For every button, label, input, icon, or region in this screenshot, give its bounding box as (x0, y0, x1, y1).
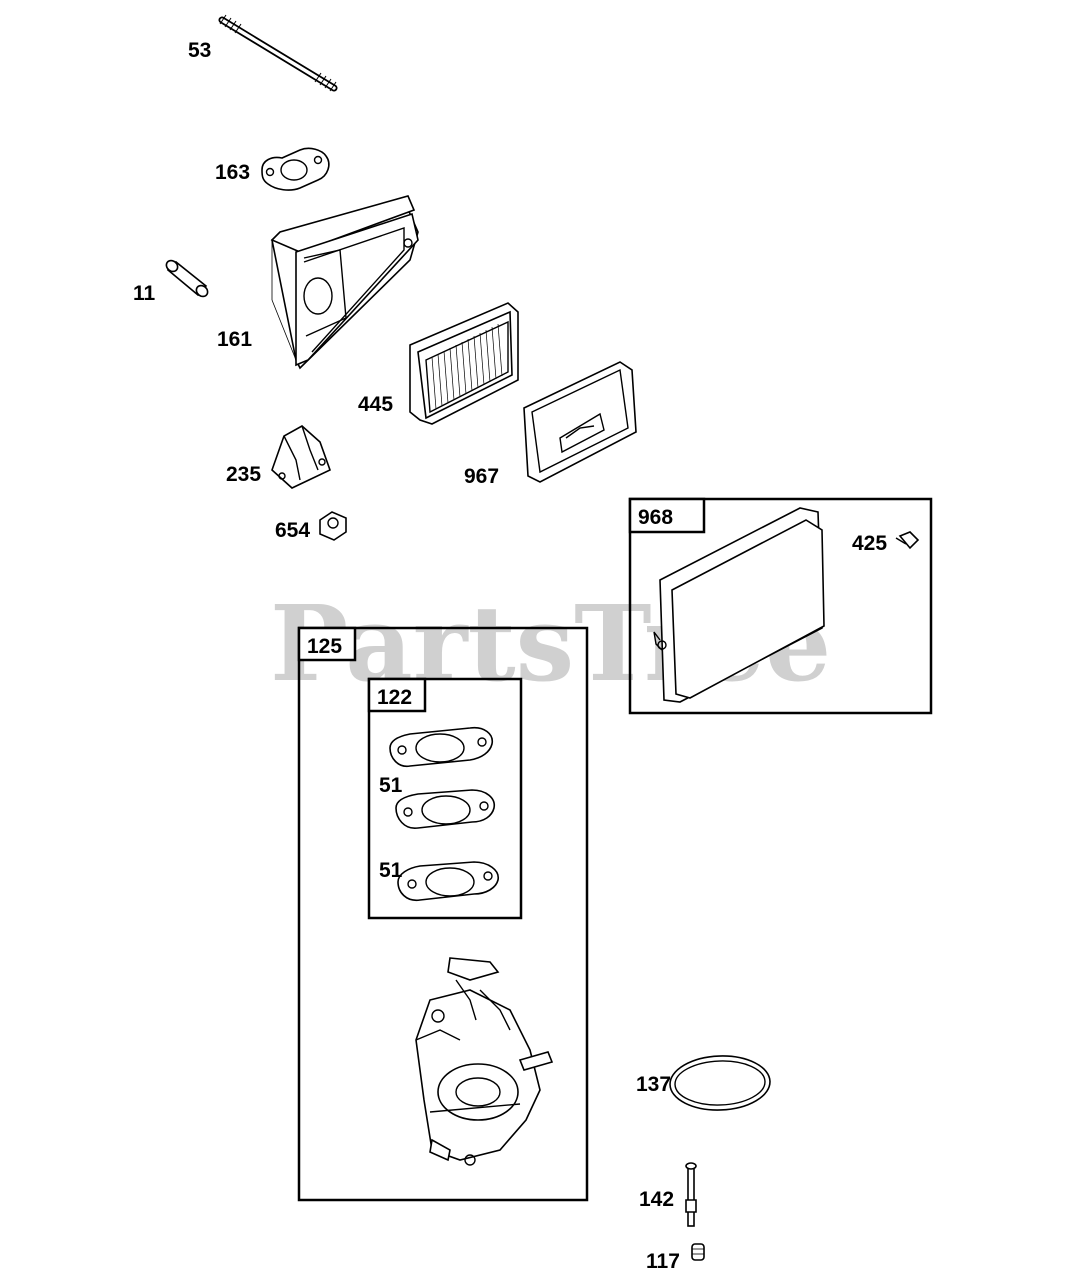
label-425: 425 (852, 532, 887, 555)
box-label-968: 968 (638, 506, 673, 529)
label-142: 142 (639, 1188, 674, 1211)
label-51-b: 51 (379, 859, 403, 882)
label-11: 11 (133, 282, 156, 305)
part-53-stud[interactable] (218, 14, 338, 92)
part-51-gasket-b[interactable] (397, 861, 499, 902)
part-125-carburetor[interactable] (415, 957, 554, 1166)
label-51-a: 51 (379, 774, 403, 797)
part-142-needle[interactable] (685, 1162, 697, 1227)
label-445: 445 (358, 393, 393, 416)
part-137-o-ring[interactable] (669, 1054, 771, 1111)
part-51-gasket-a[interactable] (395, 789, 496, 829)
label-53: 53 (188, 39, 211, 62)
part-161-air-cleaner-base[interactable] (270, 195, 419, 370)
label-654: 654 (275, 519, 310, 542)
label-967: 967 (464, 465, 499, 488)
part-235-bracket[interactable] (271, 425, 331, 489)
label-163: 163 (215, 161, 250, 184)
part-122-gasket-top[interactable] (389, 726, 494, 768)
part-425-screw[interactable] (895, 531, 920, 550)
box-label-122: 122 (377, 686, 412, 709)
box-968 (628, 497, 933, 715)
label-161: 161 (217, 328, 252, 351)
label-235: 235 (226, 463, 261, 486)
label-117: 117 (646, 1250, 680, 1273)
part-968-cover[interactable] (653, 507, 825, 703)
label-137: 137 (636, 1073, 671, 1096)
part-967-gasket[interactable] (523, 361, 637, 483)
box-label-125: 125 (307, 635, 342, 658)
part-11-tube[interactable] (164, 258, 210, 298)
part-654-nut[interactable] (319, 511, 347, 541)
box-122 (367, 677, 523, 920)
part-117-spring[interactable] (691, 1243, 705, 1261)
box-125 (297, 626, 589, 1202)
part-163-gasket[interactable] (261, 147, 330, 191)
part-445-filter[interactable] (409, 302, 519, 425)
